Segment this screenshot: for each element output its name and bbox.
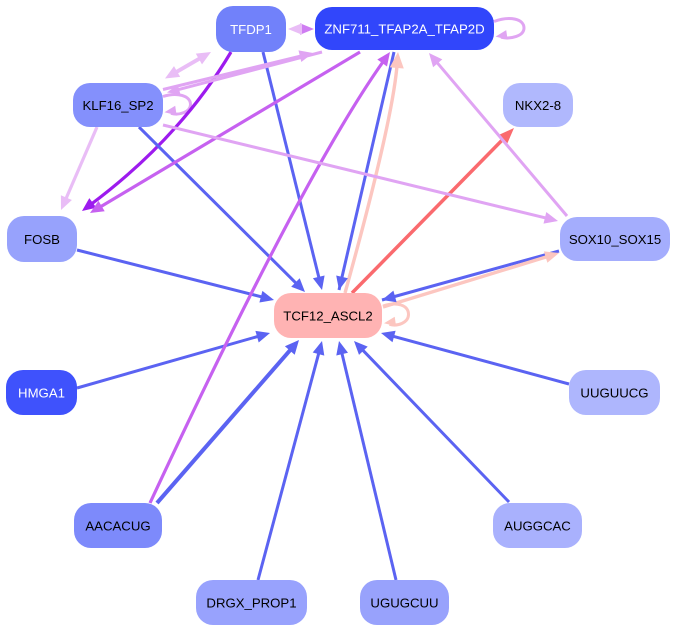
svg-text:TCF12_ASCL2: TCF12_ASCL2: [283, 309, 372, 324]
svg-text:AUGGCAC: AUGGCAC: [504, 519, 571, 534]
svg-text:UUGUUCG: UUGUUCG: [580, 386, 648, 401]
svg-text:NKX2-8: NKX2-8: [515, 98, 561, 113]
svg-text:TFDP1: TFDP1: [230, 22, 272, 37]
svg-text:KLF16_SP2: KLF16_SP2: [82, 98, 153, 113]
svg-text:UGUGCUU: UGUGCUU: [370, 596, 438, 611]
svg-text:FOSB: FOSB: [24, 232, 60, 247]
svg-text:AACACUG: AACACUG: [85, 519, 150, 534]
svg-text:HMGA1: HMGA1: [18, 386, 65, 401]
svg-text:DRGX_PROP1: DRGX_PROP1: [206, 596, 296, 611]
svg-text:SOX10_SOX15: SOX10_SOX15: [569, 232, 661, 247]
svg-text:ZNF711_TFAP2A_TFAP2D: ZNF711_TFAP2A_TFAP2D: [324, 22, 484, 37]
